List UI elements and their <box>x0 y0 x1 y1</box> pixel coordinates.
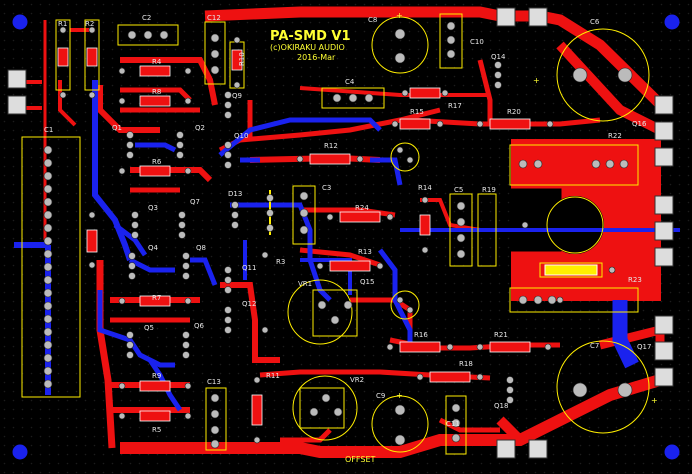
resistor-bodies <box>57 47 531 426</box>
label-r5: R5 <box>152 426 161 434</box>
label-c6: C6 <box>590 18 600 26</box>
label-q2: Q2 <box>195 124 205 132</box>
label-c5: C5 <box>454 186 463 194</box>
label-q1: Q1 <box>112 124 122 132</box>
label-r8: R8 <box>152 88 161 96</box>
plus-signs: + + + + <box>396 11 658 405</box>
title-block: PA-SMD V1 (c)OKIRAKU AUDIO 2016-Mar <box>270 29 351 62</box>
plus-c9: + <box>396 391 403 400</box>
label-r11: R11 <box>266 372 280 380</box>
board-copyright: (c)OKIRAKU AUDIO <box>270 43 345 52</box>
label-r10: R10 <box>238 52 246 66</box>
label-r12: R12 <box>324 142 338 150</box>
silkscreen-layer <box>21 13 650 455</box>
label-q8: Q8 <box>196 244 206 252</box>
label-r19: R19 <box>482 186 496 194</box>
label-q9: Q9 <box>232 92 242 100</box>
label-r2: R2 <box>85 20 94 28</box>
label-c10: C10 <box>470 38 484 46</box>
label-c11: C11 <box>446 420 460 428</box>
label-q3: Q3 <box>148 204 158 212</box>
plus-c7: + <box>651 396 658 405</box>
label-r15: R15 <box>410 108 424 116</box>
mounting-holes <box>12 14 680 460</box>
label-q15: Q15 <box>360 278 374 286</box>
label-q11: Q11 <box>242 264 256 272</box>
label-q4: Q4 <box>148 244 159 252</box>
plus-c8: + <box>396 11 403 20</box>
board-date: 2016-Mar <box>297 53 336 62</box>
label-c13: C13 <box>207 378 221 386</box>
label-r3: R3 <box>276 258 285 266</box>
label-r21: R21 <box>494 331 508 339</box>
label-vr1: VR1 <box>298 280 312 288</box>
label-q5: Q5 <box>144 324 154 332</box>
label-r14: R14 <box>418 184 432 192</box>
label-q12: Q12 <box>242 300 256 308</box>
label-c7: C7 <box>590 342 599 350</box>
reference-labels: R1 R2 C2 C12 R10 C8 C10 C6 R4 R8 Q9 C4 Q… <box>44 14 651 434</box>
label-q7: Q7 <box>190 198 200 206</box>
label-vr2: VR2 <box>350 376 364 384</box>
label-c3: C3 <box>322 184 331 192</box>
board-title: PA-SMD V1 <box>270 29 351 44</box>
label-r24: R24 <box>355 204 369 212</box>
label-q18: Q18 <box>494 402 508 410</box>
label-c1: C1 <box>44 126 53 134</box>
label-r4: R4 <box>152 58 162 66</box>
label-r18: R18 <box>459 360 473 368</box>
terminal-pads <box>7 7 674 459</box>
label-r20: R20 <box>507 108 521 116</box>
pads <box>43 21 633 449</box>
label-c8: C8 <box>368 16 377 24</box>
label-r13: R13 <box>358 248 372 256</box>
label-c4: C4 <box>345 78 355 86</box>
plus-c6: + <box>533 76 540 85</box>
label-r22: R22 <box>608 132 622 140</box>
label-d13: D13 <box>228 190 242 198</box>
label-r1: R1 <box>58 20 67 28</box>
label-r7: R7 <box>152 294 161 302</box>
label-r17: R17 <box>448 102 462 110</box>
label-q16: Q16 <box>632 120 647 128</box>
label-r9: R9 <box>152 372 161 380</box>
label-c12: C12 <box>207 14 221 22</box>
label-r6: R6 <box>152 158 162 166</box>
label-q10: Q10 <box>234 132 248 140</box>
offset-label: OFFSET <box>345 455 375 464</box>
label-q14: Q14 <box>491 53 506 61</box>
label-q6: Q6 <box>194 322 205 330</box>
label-q17: Q17 <box>637 343 651 351</box>
label-r23: R23 <box>628 276 642 284</box>
label-c2: C2 <box>142 14 151 22</box>
label-r16: R16 <box>414 331 428 339</box>
label-c9: C9 <box>376 392 385 400</box>
